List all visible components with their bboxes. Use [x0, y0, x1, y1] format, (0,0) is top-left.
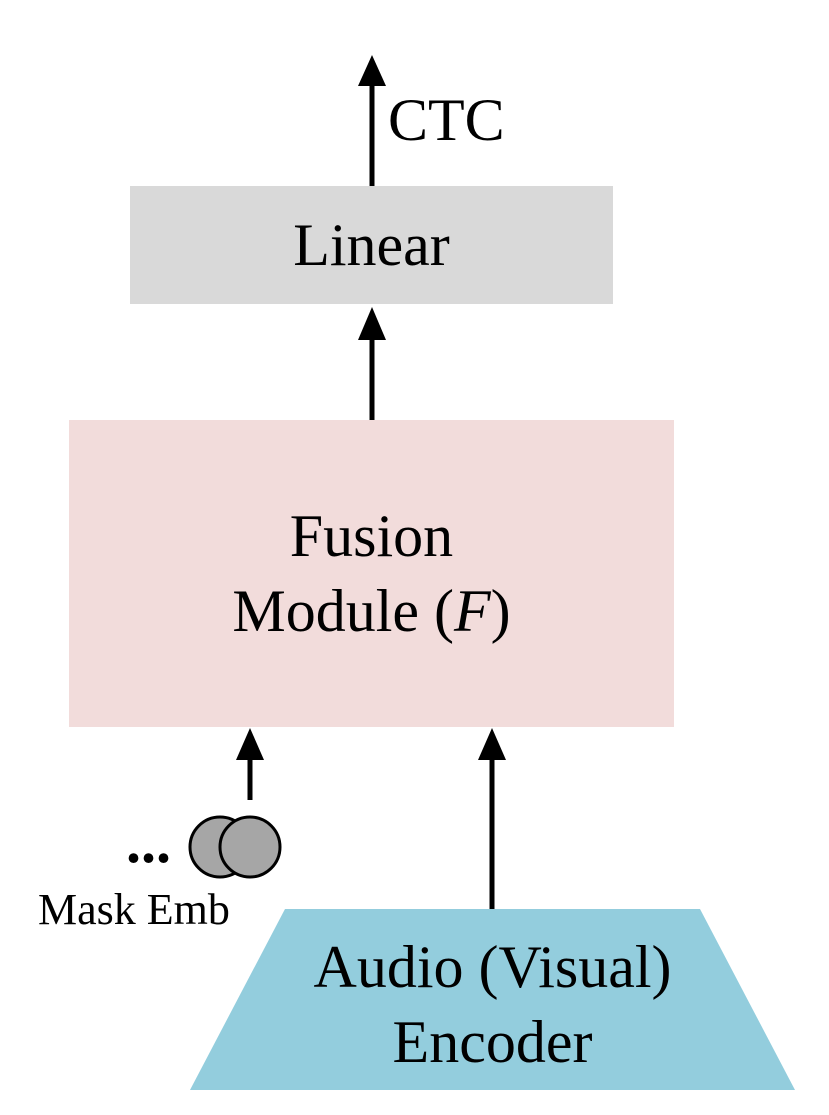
mask-ellipsis: ... — [126, 809, 171, 875]
mask-emb-circle-front — [218, 815, 282, 879]
fusion-symbol: F — [454, 577, 491, 644]
mask-emb-label: Mask Emb — [38, 885, 230, 934]
linear-label: Linear — [293, 211, 450, 278]
fusion-label-suffix: ) — [490, 577, 511, 644]
ctc-label: CTC — [388, 87, 505, 153]
arrow-encoder-to-fusion — [478, 728, 506, 909]
fusion-label-line2: Module (F) — [232, 574, 510, 649]
encoder-label-line2: Encoder — [392, 1009, 593, 1075]
fusion-label-prefix: Module ( — [232, 577, 454, 644]
encoder-label: Audio (Visual) Encoder — [190, 930, 795, 1080]
arrow-mask-to-fusion — [236, 728, 264, 800]
fusion-module-box: Fusion Module (F) — [69, 420, 674, 727]
linear-layer-box: Linear — [130, 186, 613, 304]
encoder-label-line1: Audio (Visual) — [313, 934, 672, 1000]
fusion-label-line1: Fusion — [289, 502, 454, 569]
arrow-to-ctc — [358, 55, 386, 186]
arrow-fusion-to-linear — [358, 307, 386, 420]
encoder-trapezoid — [190, 909, 795, 1090]
